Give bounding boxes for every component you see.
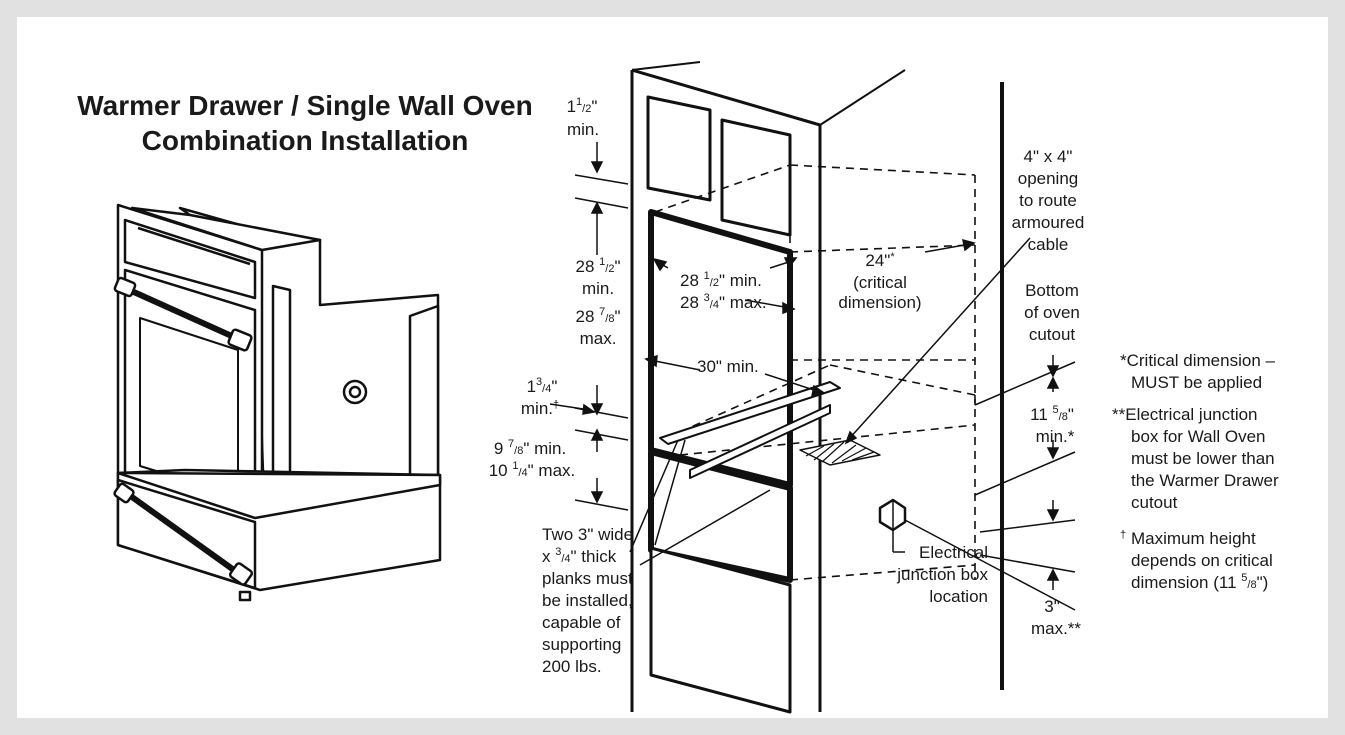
opening-line-3: to route	[1019, 191, 1077, 210]
note-junction-2: box for Wall Oven	[1131, 427, 1265, 446]
critical-gap-min: min.*	[1036, 427, 1075, 446]
junction-line-3: location	[929, 587, 988, 606]
planks-line-6: supporting	[542, 635, 621, 654]
planks-line-1: Two 3" wide	[542, 525, 633, 544]
bottom-cutout-line-1: Bottom	[1025, 281, 1079, 300]
dimension-labels: 11/2" min. 28 1/2" min. 28 7/8" max. 28 …	[489, 96, 1085, 676]
top-gap-min: min.	[567, 120, 599, 139]
depth-label: 24"*	[865, 251, 895, 270]
drawer-height-max: 10 1/4" max.	[489, 460, 576, 480]
note-max-height-2: depends on critical	[1131, 551, 1273, 570]
min-width-label: 30" min.	[697, 357, 759, 376]
oven-height-min-text: min.	[582, 279, 614, 298]
depth-critical: (critical	[853, 273, 907, 292]
note-junction-3: must be lower than	[1131, 449, 1275, 468]
note-junction-4: the Warmer Drawer	[1131, 471, 1279, 490]
top-gap-label: 11/2"	[567, 96, 598, 116]
bottom-cutout-line-2: of oven	[1024, 303, 1080, 322]
junction-line-2: junction box	[896, 565, 988, 584]
mid-gap-label: 13/4"	[527, 376, 558, 396]
title-line-1: Warmer Drawer / Single Wall Oven	[77, 90, 532, 121]
title-line-2: Combination Installation	[142, 125, 469, 156]
planks-line-4: be installed,	[542, 591, 633, 610]
opening-line-4: armoured	[1012, 213, 1085, 232]
oven-width-min: 28 1/2" min.	[680, 270, 762, 290]
opening-line-1: 4" x 4"	[1024, 147, 1073, 166]
planks-line-2: x 3/4" thick	[542, 546, 617, 566]
max3-line-1: 3"	[1044, 597, 1060, 616]
critical-gap-label: 11 5/8"	[1030, 404, 1074, 424]
note-junction-5: cutout	[1131, 493, 1178, 512]
note-junction-1: **Electrical junction	[1112, 405, 1258, 424]
oven-height-min: 28 1/2"	[576, 256, 621, 276]
opening-line-5: cable	[1028, 235, 1069, 254]
planks-line-7: 200 lbs.	[542, 657, 602, 676]
note-critical-1: *Critical dimension –	[1120, 351, 1275, 370]
planks-line-5: capable of	[542, 613, 621, 632]
oven-height-max-text: max.	[580, 329, 617, 348]
oven-height-max: 28 7/8"	[576, 306, 621, 326]
drawer-height-min: 9 7/8" min.	[494, 438, 566, 458]
note-dagger-symbol: †	[1120, 529, 1126, 541]
bottom-cutout-line-3: cutout	[1029, 325, 1076, 344]
junction-line-1: Electrical	[919, 543, 988, 562]
opening-line-2: opening	[1018, 169, 1079, 188]
oven-width-max: 28 3/4" max.	[680, 292, 767, 312]
note-max-height-3: dimension (11 5/8")	[1131, 572, 1268, 592]
oven-illustration	[113, 203, 442, 602]
footnotes: *Critical dimension – MUST be applied **…	[1112, 351, 1279, 592]
dimension-lines	[549, 142, 1076, 611]
depth-dimension: dimension)	[838, 293, 921, 312]
planks-line-3: planks must	[542, 569, 633, 588]
cabinet-drawing	[630, 61, 1004, 714]
note-critical-2: MUST be applied	[1131, 373, 1262, 392]
mid-gap-min: min.†	[521, 399, 559, 418]
note-max-height-1: Maximum height	[1131, 529, 1256, 548]
max3-line-2: max.**	[1031, 619, 1081, 638]
